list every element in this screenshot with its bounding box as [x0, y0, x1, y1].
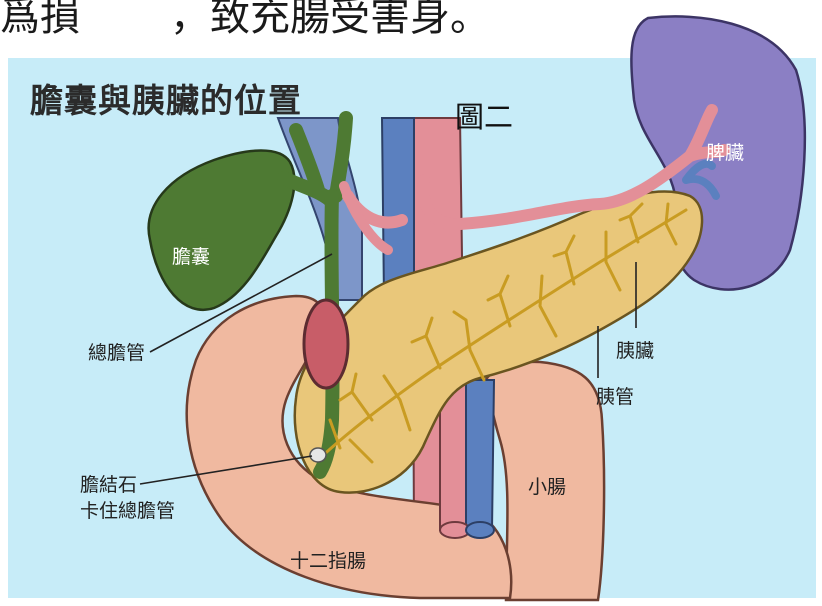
- figure-label: 圖二: [455, 94, 513, 136]
- label-gallstone-line2: 卡住總膽管: [80, 496, 175, 523]
- label-pancreatic-duct: 胰管: [596, 382, 634, 409]
- vein-lower: [466, 380, 494, 530]
- gallstone: [310, 448, 326, 462]
- duodenum-opening: [304, 300, 348, 388]
- label-duodenum: 十二指腸: [290, 546, 366, 573]
- label-common-bile-duct: 總膽管: [88, 338, 145, 365]
- label-small-intestine: 小腸: [528, 472, 566, 499]
- label-pancreas: 胰臟: [616, 336, 654, 363]
- label-gallstone-line1: 膽結石: [80, 470, 137, 497]
- label-spleen: 脾臟: [706, 138, 744, 165]
- vessel-end-2: [466, 522, 494, 538]
- vena-cava: [382, 118, 414, 300]
- diagram-title: 膽囊與胰臟的位置: [30, 74, 302, 122]
- label-gallbladder: 膽囊: [172, 242, 210, 269]
